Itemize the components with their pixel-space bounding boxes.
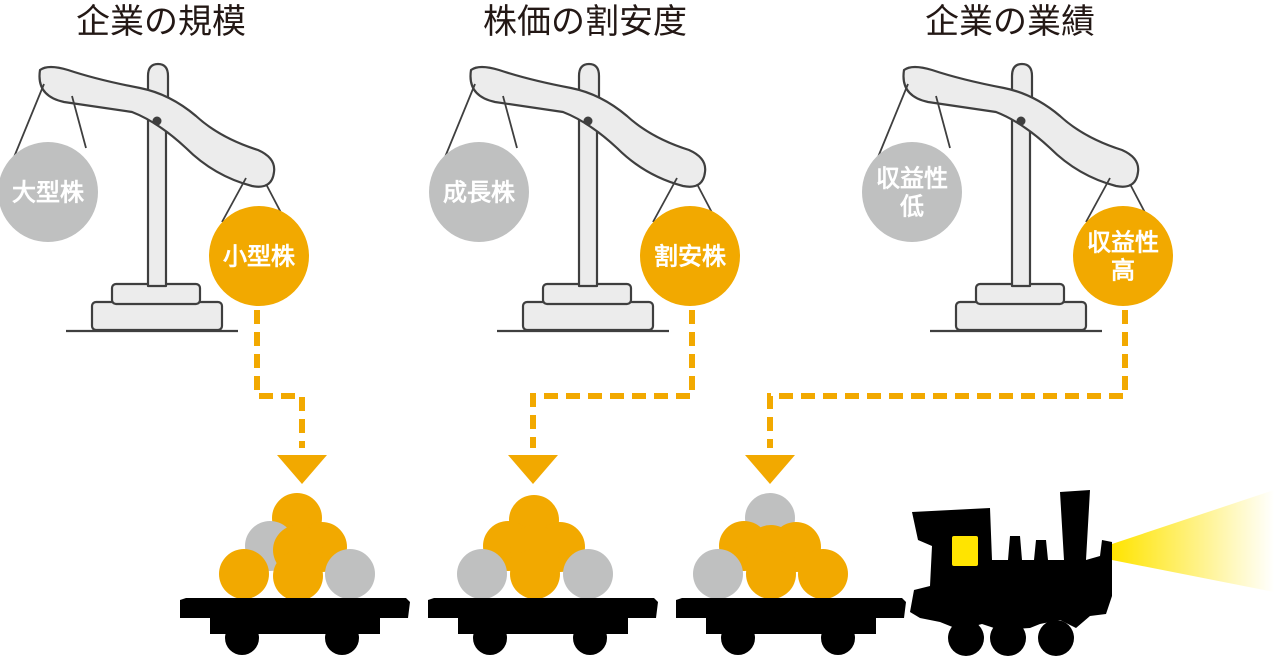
wheel	[473, 621, 507, 655]
scale-pillar	[577, 116, 599, 288]
cargo-ball-orange	[510, 549, 560, 599]
right-weight-ball	[1073, 206, 1173, 306]
locomotive-body	[910, 490, 1112, 630]
flatbed-deck	[180, 598, 410, 618]
arrow-head	[277, 455, 327, 484]
right-ball-label: 割安株	[654, 243, 727, 271]
left-ball-label: 成長株	[443, 179, 516, 207]
flatbed-deck	[428, 598, 658, 618]
cargo-ball-gray	[693, 549, 743, 599]
wheel	[325, 621, 359, 655]
headlight-beam	[1112, 490, 1274, 592]
wheel	[821, 621, 855, 655]
cargo-ball-orange	[746, 549, 796, 599]
cargo-ball-gray	[457, 549, 507, 599]
wheel	[1038, 620, 1074, 656]
scale-string-right	[221, 177, 247, 223]
scale-title-valuation: 株価の割安度	[483, 2, 687, 42]
right-ball-label: 高	[1111, 257, 1135, 285]
wheel	[990, 620, 1026, 656]
cargo-ball-gray	[325, 549, 375, 599]
scale-beam	[902, 65, 1140, 188]
arrow-head	[745, 455, 795, 484]
dashed-connector-value	[530, 310, 695, 448]
scale-string-right	[1085, 177, 1111, 223]
freight-car-1	[180, 493, 410, 655]
steam-locomotive-icon	[910, 490, 1274, 656]
scale-base	[90, 300, 224, 332]
scale-string-right	[652, 177, 678, 223]
right-weight-ball	[209, 206, 309, 306]
left-weight-ball	[0, 142, 98, 242]
cargo-ball-orange	[219, 549, 269, 599]
cargo-ball-gray	[563, 549, 613, 599]
flatbed-deck	[676, 598, 906, 618]
scale-string-left	[875, 83, 909, 163]
scale-beam	[38, 65, 276, 188]
wheel	[573, 621, 607, 655]
left-weight-ball	[429, 142, 529, 242]
wheel	[721, 621, 755, 655]
dashed-connector-small-cap	[254, 310, 305, 448]
scale-pillar	[146, 116, 168, 288]
scale-pivot	[1016, 116, 1026, 126]
cargo-ball-orange	[798, 549, 848, 599]
right-weight-ball	[640, 206, 740, 306]
wheel	[225, 621, 259, 655]
freight-car-3	[676, 493, 906, 655]
scale-string-left	[442, 83, 476, 163]
left-ball-label: 収益性	[876, 165, 948, 193]
scale-title-size: 企業の規模	[76, 2, 246, 42]
scale-title-earnings: 企業の業績	[925, 2, 1095, 42]
scale-pillar	[1010, 116, 1032, 288]
scale-base	[954, 300, 1088, 332]
scale-pivot	[583, 116, 593, 126]
cab-window	[952, 536, 978, 566]
scale-string-left	[11, 83, 45, 163]
train	[180, 490, 1274, 656]
scale-string-left	[71, 95, 87, 149]
right-ball-label: 収益性	[1087, 229, 1159, 257]
freight-car-2	[428, 495, 658, 655]
wheel	[948, 620, 984, 656]
left-weight-ball	[862, 142, 962, 242]
left-ball-label: 大型株	[12, 179, 85, 207]
dashed-connector-high-profit	[767, 310, 1128, 448]
scale-pivot	[152, 116, 162, 126]
scale-string-left	[935, 95, 951, 149]
dashed-arrows	[254, 310, 1128, 484]
left-ball-label: 低	[899, 193, 924, 221]
arrow-head	[508, 455, 558, 484]
scale-beam	[469, 65, 707, 188]
scale-base	[521, 300, 655, 332]
right-ball-label: 小型株	[223, 243, 296, 271]
scale-string-left	[502, 95, 518, 149]
cargo-ball-orange	[273, 551, 323, 601]
